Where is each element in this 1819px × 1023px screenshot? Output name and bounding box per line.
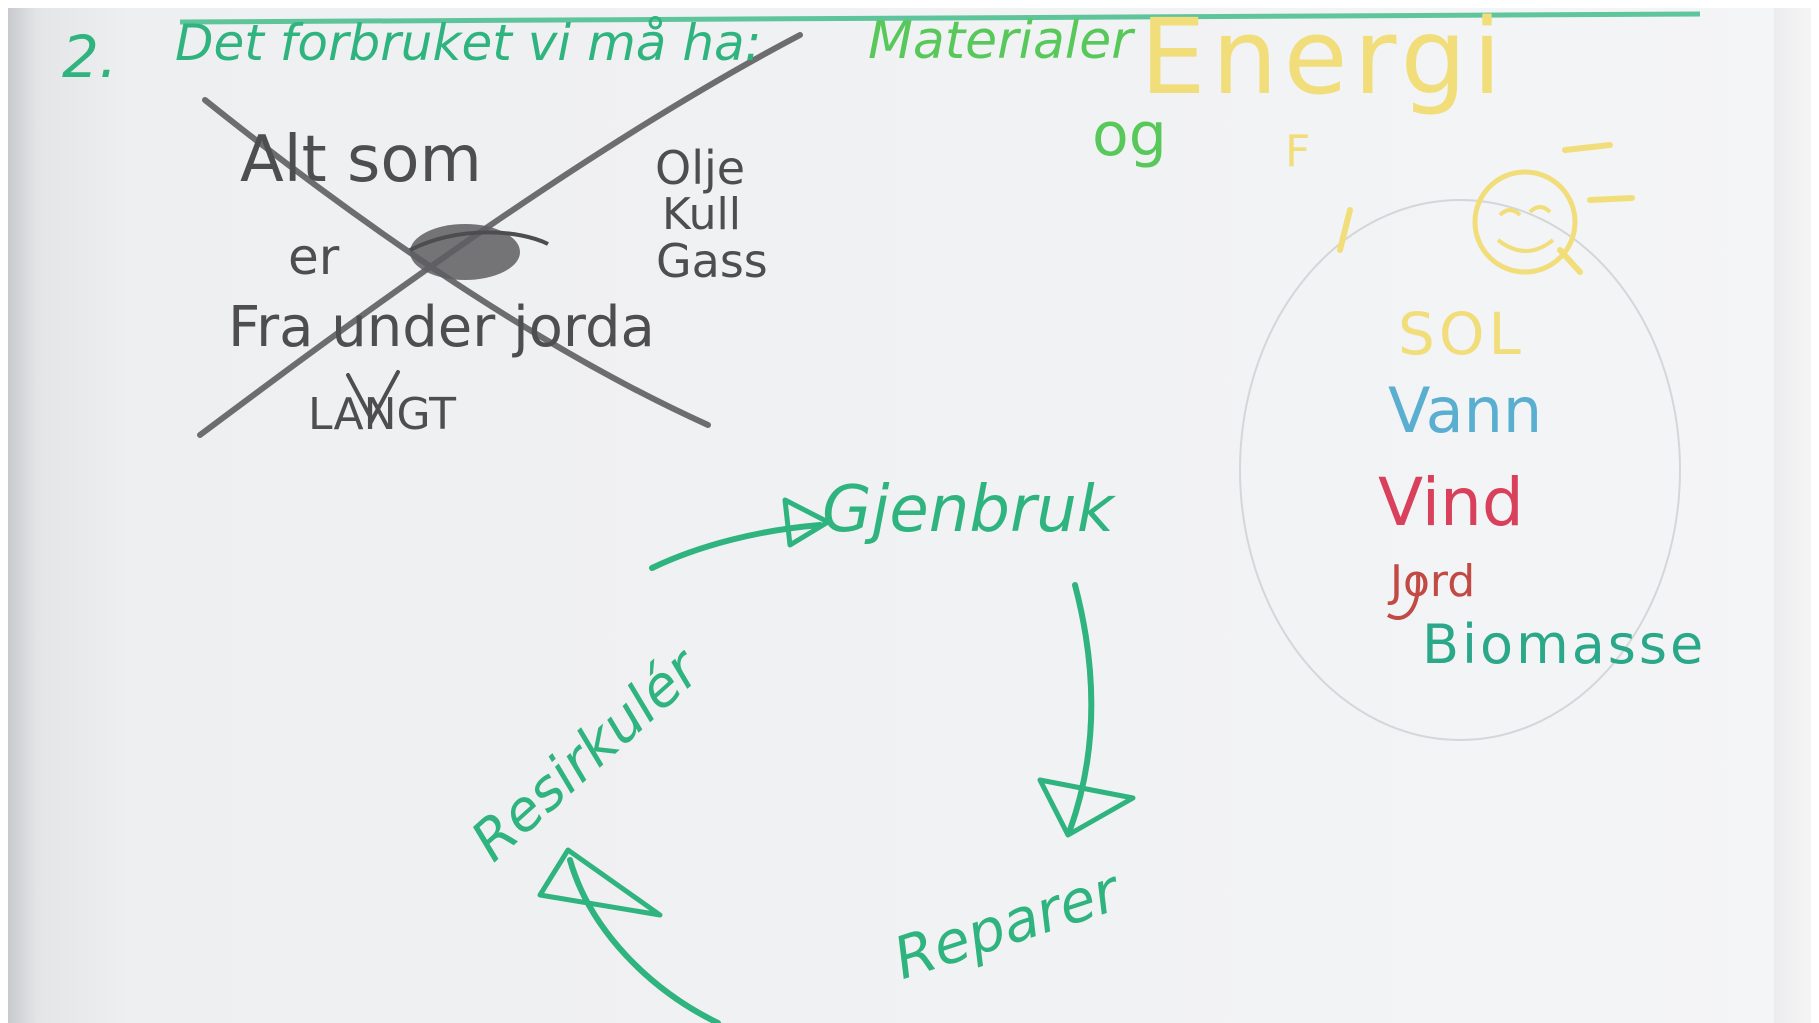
crossed-line-4: LANGT	[308, 389, 456, 440]
energy-earth: Jord	[1390, 556, 1476, 607]
heading-text: Det forbruket vi må ha:	[175, 14, 762, 72]
sun-face	[1496, 205, 1555, 253]
fossil-item-gas: Gass	[656, 234, 768, 288]
arrow-repair-to-recycle-head	[537, 847, 663, 918]
jord-hook	[1386, 574, 1421, 621]
heading-materials: Materialer	[868, 11, 1133, 71]
cross-line-2	[197, 32, 803, 438]
sun-label: SOL	[1398, 300, 1525, 368]
fossil-item-oil: Olje	[655, 141, 746, 195]
arrow-reuse-to-repair-head	[1037, 777, 1136, 838]
fossil-item-coal: Kull	[662, 189, 741, 240]
energy-water: Vann	[1388, 374, 1543, 447]
sun-circle	[1472, 169, 1578, 275]
crossed-line-2: er	[288, 228, 340, 286]
scribble-stroke	[409, 230, 549, 252]
crossed-line-3: Fra under jorda	[228, 295, 655, 360]
cycle-reuse: Gjenbruk	[822, 473, 1114, 547]
sun-rays	[1337, 142, 1635, 275]
heading-energy: Energi	[1140, 0, 1508, 118]
top-edge-line	[179, 11, 1701, 25]
v-arrow	[346, 370, 400, 425]
heading-and: og	[1092, 100, 1167, 170]
arrow-repair-to-recycle	[567, 857, 721, 1023]
arrow-reuse-to-repair	[1067, 582, 1095, 833]
heading-number: 2.	[62, 23, 118, 91]
arrow-into-reuse	[649, 522, 823, 571]
sun-f-letter: F	[1285, 126, 1311, 177]
arrow-into-reuse-head	[782, 497, 831, 548]
faint-ellipse	[1239, 199, 1681, 741]
energy-biomass: Biomasse	[1422, 613, 1707, 676]
energy-wind: Vind	[1378, 464, 1524, 541]
crossed-line-1: Alt som	[240, 123, 482, 197]
notebook-edge	[1774, 8, 1811, 1023]
